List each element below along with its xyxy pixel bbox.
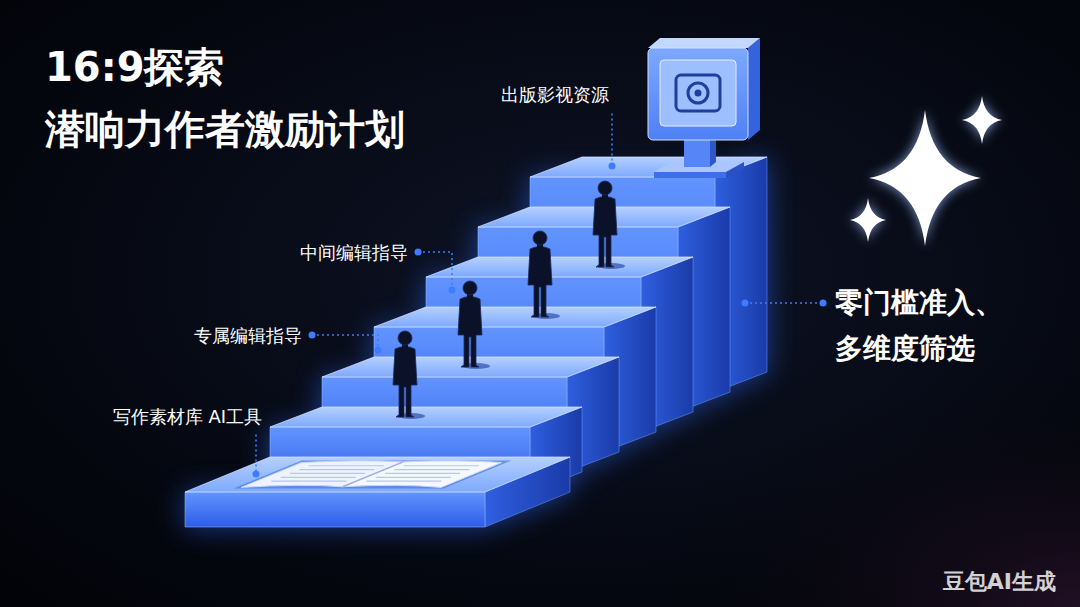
leader-dot: [253, 471, 260, 478]
screen-icon: [695, 90, 702, 97]
person-silhouette: [593, 197, 617, 268]
screen-icon: [676, 75, 720, 111]
staircase: [185, 157, 767, 527]
step-tread: [270, 407, 582, 427]
book-icon: [234, 461, 512, 489]
monitor-icon: [648, 38, 760, 178]
book-line: [376, 477, 451, 478]
step-tread: [426, 257, 693, 277]
person-silhouette: [458, 297, 482, 368]
book-line: [385, 473, 460, 474]
book-shadow: [234, 461, 512, 489]
book-line: [299, 469, 374, 470]
leader-line: [418, 252, 452, 290]
step-label: 中间编辑指导: [300, 241, 408, 264]
step-riser: [185, 492, 485, 527]
side-note: 零门槛准入、 多维度筛选: [835, 280, 1065, 372]
step-tread: [322, 357, 619, 377]
stair-glow: [185, 157, 767, 527]
glow-shape: [185, 492, 485, 527]
book-line: [290, 473, 365, 474]
step-label: 专属编辑指导: [194, 324, 302, 347]
label-box: 中间编辑指导: [300, 241, 408, 264]
person-head: [533, 231, 547, 245]
leader-lines: [253, 114, 827, 478]
book-line: [404, 465, 479, 466]
sparkle: [850, 198, 886, 242]
monitor-screen: [660, 60, 736, 126]
monitor-base: [726, 162, 744, 178]
leader-dot: [742, 300, 749, 307]
monitor-top: [648, 38, 760, 48]
leader-line: [611, 114, 613, 167]
sparkle: [962, 96, 1002, 144]
book-spine: [343, 462, 403, 487]
label-box: 写作素材库 AI工具: [113, 405, 262, 428]
label-box: 专属编辑指导: [194, 324, 302, 347]
leader-dot: [609, 163, 616, 170]
screen-icon: [688, 83, 708, 103]
sparkle: [869, 110, 981, 246]
step-label: 写作素材库 AI工具: [113, 405, 262, 428]
watermark: 豆包AI生成: [943, 567, 1056, 596]
stair-step: [185, 457, 570, 527]
person-head: [398, 331, 412, 345]
person-silhouette: [393, 347, 417, 418]
monitor-neck: [684, 138, 710, 167]
step-tread: [374, 307, 656, 327]
book-line: [394, 469, 469, 470]
leader-dot: [309, 332, 316, 339]
people: [393, 181, 625, 419]
label-box: 出版影视资源: [501, 83, 609, 106]
book-line: [366, 481, 441, 482]
step-label: 出版影视资源: [501, 83, 609, 106]
leader-dot: [820, 300, 827, 307]
person-silhouette: [528, 247, 552, 318]
leader-dot: [449, 287, 456, 294]
monitor-front: [648, 48, 748, 140]
leader-line: [255, 435, 257, 475]
leader-line: [745, 302, 823, 304]
step-tread: [185, 457, 570, 492]
leader-dot: [375, 347, 382, 354]
sparkle-glow: [850, 198, 886, 242]
person-head: [598, 181, 612, 195]
book-line: [309, 465, 384, 466]
label-box: 零门槛准入、 多维度筛选: [835, 280, 1065, 372]
book-page: [343, 461, 502, 488]
person-head: [463, 281, 477, 295]
sparkle-glow: [869, 110, 981, 246]
book-line: [271, 481, 346, 482]
monitor-side: [748, 38, 760, 140]
title-box: 16:9探索 潜响力作者激励计划: [45, 36, 465, 160]
leader-dot: [415, 249, 422, 256]
monitor-base: [654, 172, 726, 178]
step-tread: [530, 157, 767, 177]
label-box: 豆包AI生成: [943, 567, 1056, 596]
book-line: [281, 477, 356, 478]
sparkles: [850, 96, 1002, 246]
sparkle-glow: [962, 96, 1002, 144]
leader-line: [312, 335, 378, 350]
title: 16:9探索 潜响力作者激励计划: [45, 36, 465, 160]
